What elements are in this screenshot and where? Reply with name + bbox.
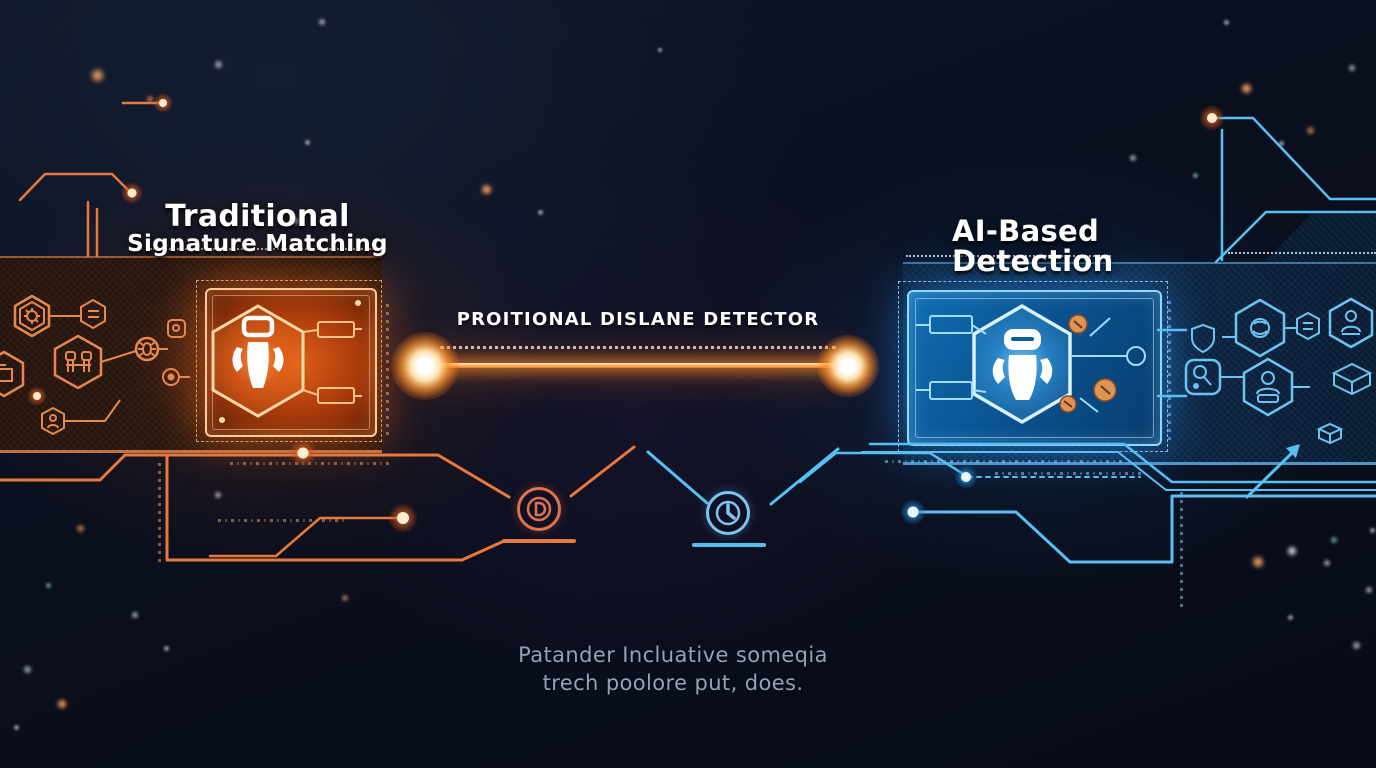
right-panel-dot-row: [906, 255, 1111, 257]
glyph-strip: [158, 462, 161, 562]
bokeh-dot: [214, 60, 222, 68]
glyph-strip: [230, 462, 390, 465]
bokeh-dot: [1306, 126, 1314, 134]
bokeh-dot: [132, 612, 138, 618]
bokeh-dot: [1366, 587, 1372, 593]
bokeh-dot: [58, 700, 66, 708]
bokeh-dot: [23, 665, 31, 673]
connector-orb-left: [391, 332, 459, 400]
bokeh-dot: [1253, 557, 1263, 567]
bokeh-dot: [1223, 19, 1229, 25]
bokeh-dot: [1369, 527, 1375, 533]
bokeh-dot: [537, 209, 543, 215]
glyph-strip: [218, 519, 348, 522]
glyph-strip: [995, 472, 1145, 475]
caption-line1: Patander Incluative someqia: [518, 643, 828, 667]
connector-dotted-line: [440, 346, 836, 349]
bokeh-dot: [342, 595, 348, 601]
connector-glow-line: [424, 363, 848, 368]
bokeh-dot: [215, 492, 221, 498]
bokeh-dot: [1278, 140, 1284, 146]
play-d-icon: [526, 496, 552, 522]
bokeh-dot: [1130, 155, 1136, 161]
bokeh-dot: [76, 524, 84, 532]
bokeh-dot: [1349, 65, 1355, 71]
bokeh-dot: [91, 69, 103, 81]
glow-node-blue: [900, 465, 978, 525]
badge-play: [517, 487, 561, 531]
bokeh-dot: [658, 48, 662, 52]
left-title-line2: Signature Matching: [127, 230, 388, 257]
left-panel-dot-row: [150, 248, 374, 250]
bokeh-dot: [13, 724, 19, 730]
caption-line2: trech poolore put, does.: [542, 670, 804, 695]
top-right-dot-row: [1228, 252, 1376, 254]
bokeh-dot: [1331, 537, 1337, 543]
right-title: AI-Based Detection: [952, 214, 1212, 278]
bokeh-dot: [163, 645, 169, 651]
glyph-strip: [386, 300, 389, 435]
bokeh-dot: [481, 184, 491, 194]
glyph-strip: [885, 460, 1125, 463]
right-title-line1: AI-Based: [952, 214, 1100, 248]
connector-orb-right: [817, 335, 879, 397]
caption: Patander Incluative someqia trech poolor…: [420, 642, 926, 697]
bokeh-dot: [1287, 614, 1293, 620]
bokeh-dot: [319, 19, 325, 25]
clock-icon: [715, 500, 741, 526]
bokeh-dot: [304, 139, 310, 145]
bokeh-dot: [1288, 547, 1296, 555]
bokeh-dot: [1352, 641, 1360, 649]
bokeh-dot: [45, 582, 51, 588]
bokeh-dot: [1241, 83, 1251, 93]
bokeh-dot: [1192, 172, 1198, 178]
badge-clock: [706, 491, 750, 535]
left-title: Traditional Signature Matching: [110, 199, 405, 257]
bokeh-dot: [1324, 560, 1330, 566]
left-title-line1: Traditional: [165, 199, 350, 234]
right-panel-top-notch: [1264, 214, 1376, 262]
right-screen-dashed-frame: [898, 281, 1168, 452]
bokeh-dot: [147, 96, 153, 102]
left-screen-dashed-frame: [196, 280, 382, 442]
connector-label: PROITIONAL DISLANE DETECTOR: [456, 309, 820, 330]
right-title-line2: Detection: [952, 243, 1114, 278]
glyph-strip: [1180, 492, 1183, 607]
glyph-strip: [1168, 300, 1171, 440]
